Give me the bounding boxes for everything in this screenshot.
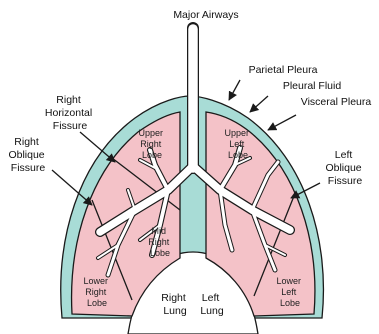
arrow-visceral-pleura [268,115,296,130]
label-major-airways: Major Airways [173,9,238,21]
label-right-horizontal-fissure: Right Horizontal Fissure [45,94,95,132]
label-right-oblique-fissure: Right Oblique Fissure [8,136,47,174]
label-right-lung: Right Lung [161,292,188,317]
label-visceral-pleura: Visceral Pleura [301,96,372,108]
arrow-parietal-pleura [229,80,240,100]
arrow-pleural-fluid [250,96,268,112]
label-pleural-fluid: Pleural Fluid [283,80,342,92]
label-upper-right-lobe: Upper Right Lobe [138,128,165,160]
label-left-lung: Left Lung [200,292,224,317]
label-lower-right-lobe: Lower Right Lobe [83,276,110,308]
label-mid-right-lobe: Mid Right Lobe [148,226,172,258]
label-left-oblique-fissure: Left Oblique Fissure [325,149,364,187]
label-parietal-pleura: Parietal Pleura [249,64,318,76]
